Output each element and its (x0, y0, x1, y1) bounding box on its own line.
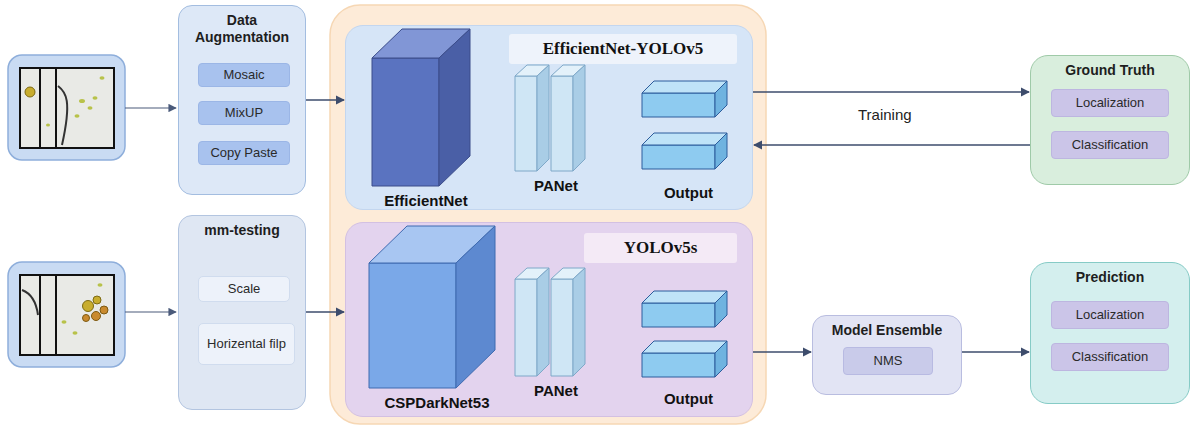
block-shape (636, 287, 731, 385)
block-shape (636, 77, 731, 179)
panel-box: NMS Model Ensemble (812, 315, 962, 395)
block-label: PANet (511, 176, 601, 196)
panel-box: LocalizationClassification Ground Truth (1030, 55, 1190, 185)
option-box: Mosaic (198, 63, 290, 87)
option-label: Horizental filp (203, 336, 290, 352)
option-label: Scale (224, 281, 265, 297)
option-label: Copy Paste (206, 145, 281, 161)
panel-heading: Model Ensemble (813, 316, 961, 339)
option-label: NMS (870, 353, 907, 369)
panel-heading: Prediction (1031, 263, 1189, 286)
model-region (330, 5, 766, 424)
block-label: CSPDarkNet53 (368, 393, 506, 413)
network-block: EfficientNet (371, 28, 481, 211)
block-label: PANet (511, 381, 601, 401)
option-box: Scale (198, 276, 290, 302)
option-label: MixUP (221, 105, 267, 121)
option-box: Localization (1051, 89, 1169, 117)
flow-arrow (754, 144, 1030, 145)
input-arrow (125, 107, 176, 108)
model-panel: EfficientNet PANet Output EfficientNet-YOLO… (345, 25, 753, 210)
model-title: EfficientNet-YOLOv5 (509, 34, 737, 64)
option-box: Classification (1051, 131, 1169, 159)
option-label: Localization (1072, 307, 1149, 323)
option-label: Classification (1068, 349, 1153, 365)
model-panel: CSPDarkNet53PANet Output YOLOv5s (345, 222, 753, 417)
block-shape (511, 267, 591, 377)
network-block: Output (636, 287, 741, 409)
block-shape (368, 225, 496, 389)
block-label: Output (636, 183, 741, 203)
option-box: Copy Paste (198, 141, 290, 165)
option-box: MixUP (198, 101, 290, 125)
block-label: EfficientNet (371, 191, 481, 211)
option-box: Horizental filp (198, 323, 295, 365)
panel-heading: Ground Truth (1031, 56, 1189, 79)
block-shape (371, 28, 471, 187)
panel-box: ScaleHorizental filp mm-testing (178, 215, 306, 410)
flow-arrow (306, 311, 344, 312)
flow-arrow (753, 351, 811, 352)
flow-arrow (306, 99, 344, 100)
network-block: PANet (511, 64, 601, 196)
input-arrow (125, 311, 176, 312)
panel-heading: mm-testing (179, 216, 305, 239)
option-label: Localization (1072, 95, 1149, 111)
edge-caption: Training (858, 106, 912, 123)
panel-heading: Data Augmentation (179, 6, 305, 46)
option-box: Classification (1051, 343, 1169, 371)
input-image-bottom (8, 262, 125, 367)
option-box: Localization (1051, 301, 1169, 329)
flow-arrow (962, 351, 1029, 352)
panel-box: LocalizationClassification Prediction (1030, 262, 1190, 404)
option-box: NMS (843, 347, 933, 375)
input-image-top (8, 55, 125, 160)
option-label: Mosaic (219, 67, 268, 83)
panel-box: MosaicMixUP Copy Paste Data Augmentation (178, 5, 306, 195)
block-shape (511, 64, 591, 172)
option-label: Classification (1068, 137, 1153, 153)
network-block: CSPDarkNet53 (368, 225, 506, 413)
flow-arrow (753, 91, 1029, 92)
model-title: YOLOv5s (584, 233, 737, 263)
network-block: PANet (511, 267, 601, 401)
network-block: Output (636, 77, 741, 203)
block-label: Output (636, 389, 741, 409)
